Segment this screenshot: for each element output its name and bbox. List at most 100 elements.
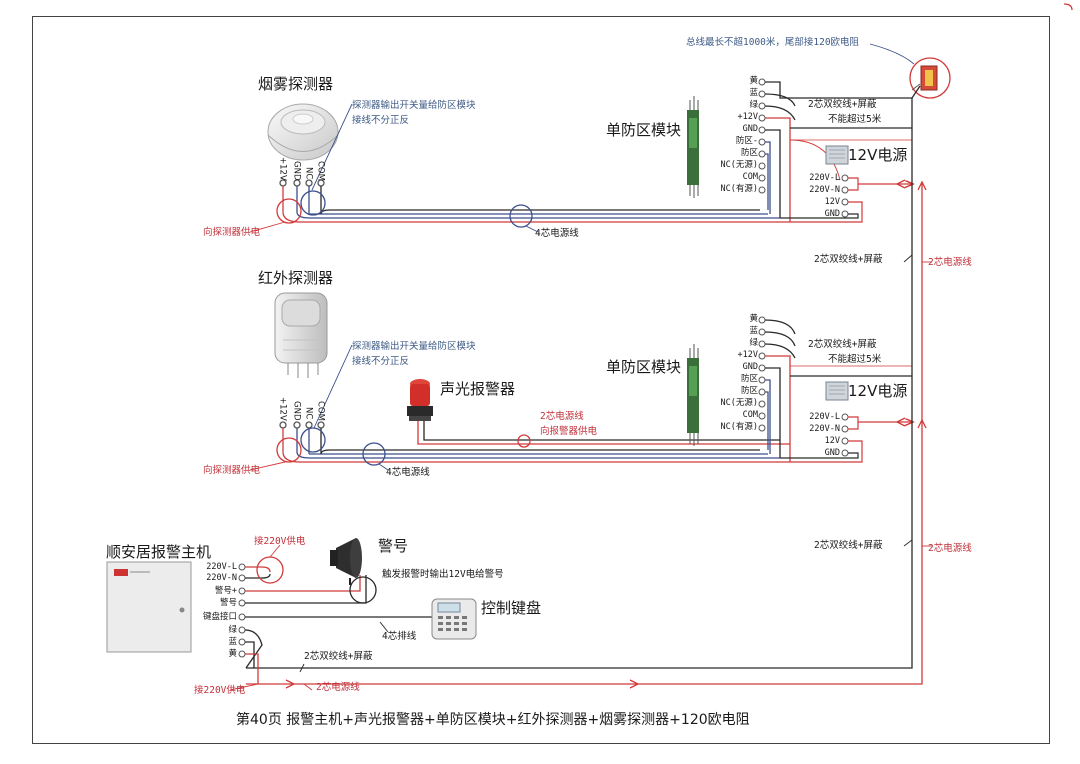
psu-1-terminal-4: GND: [824, 209, 840, 219]
module-1-terminal-6: 防区-: [735, 136, 758, 146]
bus-arrows: [285, 179, 927, 689]
module-1-terminal-2: 蓝: [749, 88, 758, 98]
bus-power-label-2: 2芯电源线: [928, 543, 972, 554]
module-1-title: 单防区模块: [606, 121, 682, 139]
ir-detector-wires: [249, 344, 790, 471]
module-1-terminal-4: +12V: [737, 112, 758, 122]
ir-terminal-com: COM: [315, 401, 326, 421]
corner-mark-icon: [1063, 3, 1073, 11]
ir-note-line-2: 接线不分正反: [352, 356, 410, 367]
psu-2-terminal-4: GND: [824, 448, 840, 458]
psu-1-wires: [780, 177, 912, 223]
smoke-detector-icon: [267, 103, 339, 161]
psu-1-wire-label-1: 2芯双绞线+屏蔽: [808, 99, 877, 110]
psu-1-wire-label-2: 不能超过5米: [828, 114, 882, 125]
host-mains-label-bottom: 接220V供电: [194, 685, 246, 696]
ir-terminal-nc: NC: [303, 407, 314, 420]
bus-twisted-label-2: 2芯双绞线+屏蔽: [814, 540, 883, 551]
keypad-title: 控制键盘: [481, 599, 542, 617]
module-2-terminal-8: NC(无源): [720, 398, 758, 408]
host-terminal-4: 警号: [219, 598, 237, 608]
module-1-terminal-8: NC(无源): [720, 160, 758, 170]
host-terminal-1: 220V-L: [206, 562, 237, 572]
alarm-host-icon: [106, 561, 192, 653]
bus-twisted-label-1: 2芯双绞线+屏蔽: [814, 254, 883, 265]
smoke-note-line-2: 接线不分正反: [352, 115, 410, 126]
module-1-terminals: [758, 78, 766, 194]
zone-module-1-icon: [687, 96, 699, 198]
module-2-terminals: [758, 316, 766, 432]
module-2-terminal-3: 绿: [749, 338, 758, 348]
host-wires: [229, 544, 432, 691]
psu-2-terminal-1: 220V-L: [809, 412, 840, 422]
module-2-terminal-4: +12V: [737, 350, 758, 360]
strobe-siren-icon: [407, 379, 433, 421]
module-2-terminal-2: 蓝: [749, 326, 758, 336]
ir-power-label: 向探测器供电: [203, 465, 261, 476]
psu-1-terminal-1: 220V-L: [809, 173, 840, 183]
module-1-terminal-9: COM: [742, 172, 758, 182]
ir-cable-label: 4芯电源线: [386, 467, 430, 478]
psu-2-title: 12V电源: [848, 382, 908, 400]
terminal-resistor-icon: [909, 57, 951, 99]
smoke-detector-title: 烟雾探测器: [258, 75, 334, 93]
host-terminals: [238, 563, 246, 658]
psu-2-terminal-2: 220V-N: [809, 424, 840, 434]
smoke-power-label: 向探测器供电: [203, 227, 261, 238]
host-title: 顺安居报警主机: [106, 543, 212, 561]
smoke-note-line-1: 探测器输出开关量给防区模块: [352, 100, 476, 111]
ir-terminal-gnd: GND: [291, 401, 302, 421]
psu-1-icon: [825, 145, 849, 165]
page-frame: [32, 16, 1050, 744]
bus-length-note: 总线最长不超1000米，尾部接120欧电阻: [686, 37, 860, 48]
keypad-icon: [431, 598, 477, 640]
smoke-terminal-nc: NC: [303, 167, 314, 180]
module-1-terminal-3: 绿: [749, 100, 758, 110]
module-2-terminal-10: NC(有源): [720, 422, 758, 432]
host-bus-label: 2芯双绞线+屏蔽: [304, 651, 373, 662]
module-2-terminal-5: GND: [742, 362, 758, 372]
psu-1-title: 12V电源: [848, 146, 908, 164]
ir-detector-icon: [274, 292, 328, 378]
module-2-terminal-6: 防区: [740, 374, 758, 384]
module-2-terminal-1: 黄: [749, 314, 758, 324]
module-2-title: 单防区模块: [606, 358, 682, 376]
smoke-cable-label: 4芯电源线: [535, 228, 579, 239]
host-terminal-3: 警号+: [214, 586, 237, 596]
zone-module-2-icon: [687, 344, 699, 446]
host-terminal-6: 绿: [228, 625, 237, 635]
module-1-terminal-1: 黄: [749, 76, 758, 86]
main-bus: [246, 85, 932, 685]
module-1-terminal-7: 防区: [740, 148, 758, 158]
module-1-terminal-5: GND: [742, 124, 758, 134]
resistor-note-leader: [869, 43, 915, 65]
smoke-detector-wires: [249, 103, 790, 233]
host-mains-label-top: 接220V供电: [254, 536, 306, 547]
siren-title: 警号: [378, 537, 409, 555]
page-caption: 第40页 报警主机+声光报警器+单防区模块+红外探测器+烟雾探测器+120欧电阻: [236, 712, 750, 728]
ir-note-line-1: 探测器输出开关量给防区模块: [352, 341, 476, 352]
strobe-siren-title: 声光报警器: [440, 380, 516, 398]
host-terminal-7: 蓝: [228, 637, 237, 647]
ir-terminal-12v: +12V: [277, 397, 288, 421]
strobe-power-label: 向报警器供电: [540, 426, 598, 437]
strobe-cable-label: 2芯电源线: [540, 411, 584, 422]
host-terminal-2: 220V-N: [206, 573, 237, 583]
host-power-label: 2芯电源线: [316, 682, 360, 693]
smoke-terminal-com: COM: [315, 161, 326, 181]
strobe-wires: [417, 421, 790, 448]
psu-2-icon: [825, 381, 849, 401]
bus-power-label-1: 2芯电源线: [928, 257, 972, 268]
module-1-terminal-10: NC(有源): [720, 184, 758, 194]
module-2-terminal-9: COM: [742, 410, 758, 420]
psu-2-wires: [780, 416, 912, 463]
psu-2-wire-label-1: 2芯双绞线+屏蔽: [808, 339, 877, 350]
psu-2-terminals: [841, 413, 849, 457]
psu-2-wire-label-2: 不能超过5米: [828, 354, 882, 365]
module-2-wires: [764, 319, 912, 462]
psu-1-terminal-3: 12V: [824, 197, 840, 207]
psu-1-terminal-2: 220V-N: [809, 185, 840, 195]
keypad-cable-label: 4芯排线: [382, 631, 417, 642]
psu-2-terminal-3: 12V: [824, 436, 840, 446]
